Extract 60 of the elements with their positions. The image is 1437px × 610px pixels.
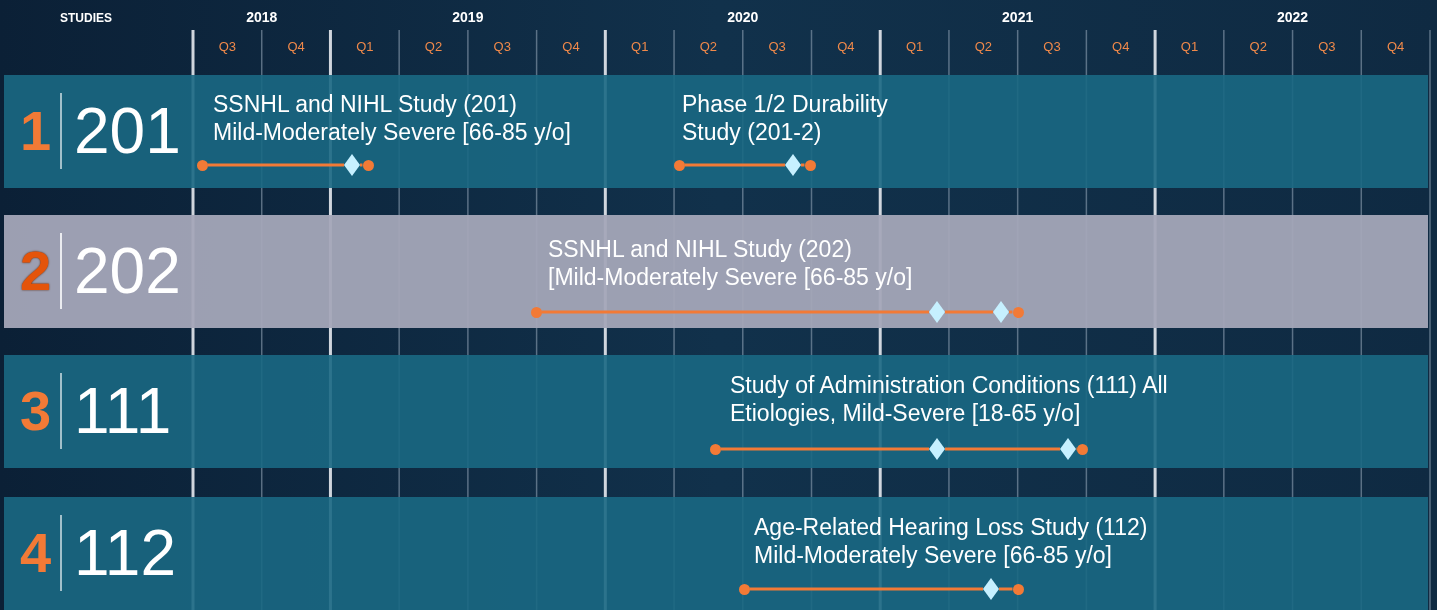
timeline-line — [945, 447, 1060, 451]
timeline-line — [720, 447, 929, 451]
milestone-diamond — [993, 301, 1009, 323]
timeline-line — [749, 587, 983, 591]
study-row-band — [4, 355, 1428, 468]
study-label: Age-Related Hearing Loss Study (112) Mild-Moderately Severe [66-85 y/o] — [754, 513, 1149, 569]
quarter-label: Q4 — [287, 38, 305, 56]
quarter-label: Q3 — [218, 38, 237, 56]
study-code: 111 — [74, 377, 172, 445]
quarter-label: Q1 — [905, 38, 924, 56]
quarter-label: Q1 — [356, 38, 374, 56]
study-label: SSNHL and NIHL Study (201) Mild-Moderately Severe [66-85 y/o] — [213, 90, 572, 146]
timeline-line — [945, 310, 993, 314]
study-row-band — [4, 215, 1428, 328]
quarter-label: Q1 — [631, 38, 649, 56]
timeline-line — [999, 587, 1013, 591]
timeline-line — [1076, 447, 1077, 451]
study-row-band — [4, 497, 1428, 610]
study-label: Study of Administration Conditions (111) All Etiologies, Mild-Severe [18-65 y/o] — [730, 371, 1169, 427]
column-header: STUDIES — [60, 10, 112, 27]
year-label: 2019 — [452, 8, 484, 27]
year-label: 2020 — [727, 8, 759, 27]
timeline-line — [207, 163, 344, 167]
milestone-diamond — [344, 154, 360, 176]
quarter-label: Q3 — [1043, 38, 1061, 56]
milestone-diamond — [929, 301, 945, 323]
study-code: 201 — [74, 97, 181, 165]
year-label: 2022 — [1276, 8, 1309, 27]
milestone-diamond — [1060, 438, 1076, 460]
study-number: 2 — [20, 239, 52, 303]
quarter-label: Q2 — [1249, 38, 1267, 56]
milestone-diamond — [983, 578, 999, 600]
year-label: 2021 — [1002, 8, 1034, 27]
quarter-label: Q2 — [974, 38, 992, 56]
milestone-diamond — [785, 154, 801, 176]
study-number: 4 — [20, 521, 52, 585]
timeline-line — [801, 163, 805, 167]
quarter-label: Q4 — [562, 38, 580, 56]
study-row-band — [4, 75, 1428, 188]
timeline-line — [541, 310, 929, 314]
quarter-label: Q4 — [1112, 38, 1130, 56]
quarter-label: Q3 — [1318, 38, 1336, 56]
study-number: 1 — [20, 99, 52, 163]
timeline-line — [684, 163, 785, 167]
study-code: 202 — [74, 237, 181, 305]
quarter-label: Q4 — [837, 38, 855, 56]
quarter-label: Q1 — [1180, 38, 1199, 56]
quarter-label: Q2 — [424, 38, 443, 56]
study-label: SSNHL and NIHL Study (202) [Mild-Moderately Severe [66-85 y/o] — [548, 235, 914, 291]
study-label: Phase 1/2 Durability Study (201-2) — [682, 90, 889, 146]
quarter-label: Q4 — [1386, 38, 1405, 56]
quarter-label: Q3 — [768, 38, 786, 56]
milestone-diamond — [929, 438, 945, 460]
year-label: 2018 — [246, 8, 278, 27]
quarter-label: Q2 — [699, 38, 718, 56]
timeline-line — [360, 163, 363, 167]
timeline-line — [1009, 310, 1013, 314]
study-code: 112 — [74, 519, 177, 587]
quarter-label: Q3 — [493, 38, 511, 56]
study-number: 3 — [20, 379, 52, 443]
